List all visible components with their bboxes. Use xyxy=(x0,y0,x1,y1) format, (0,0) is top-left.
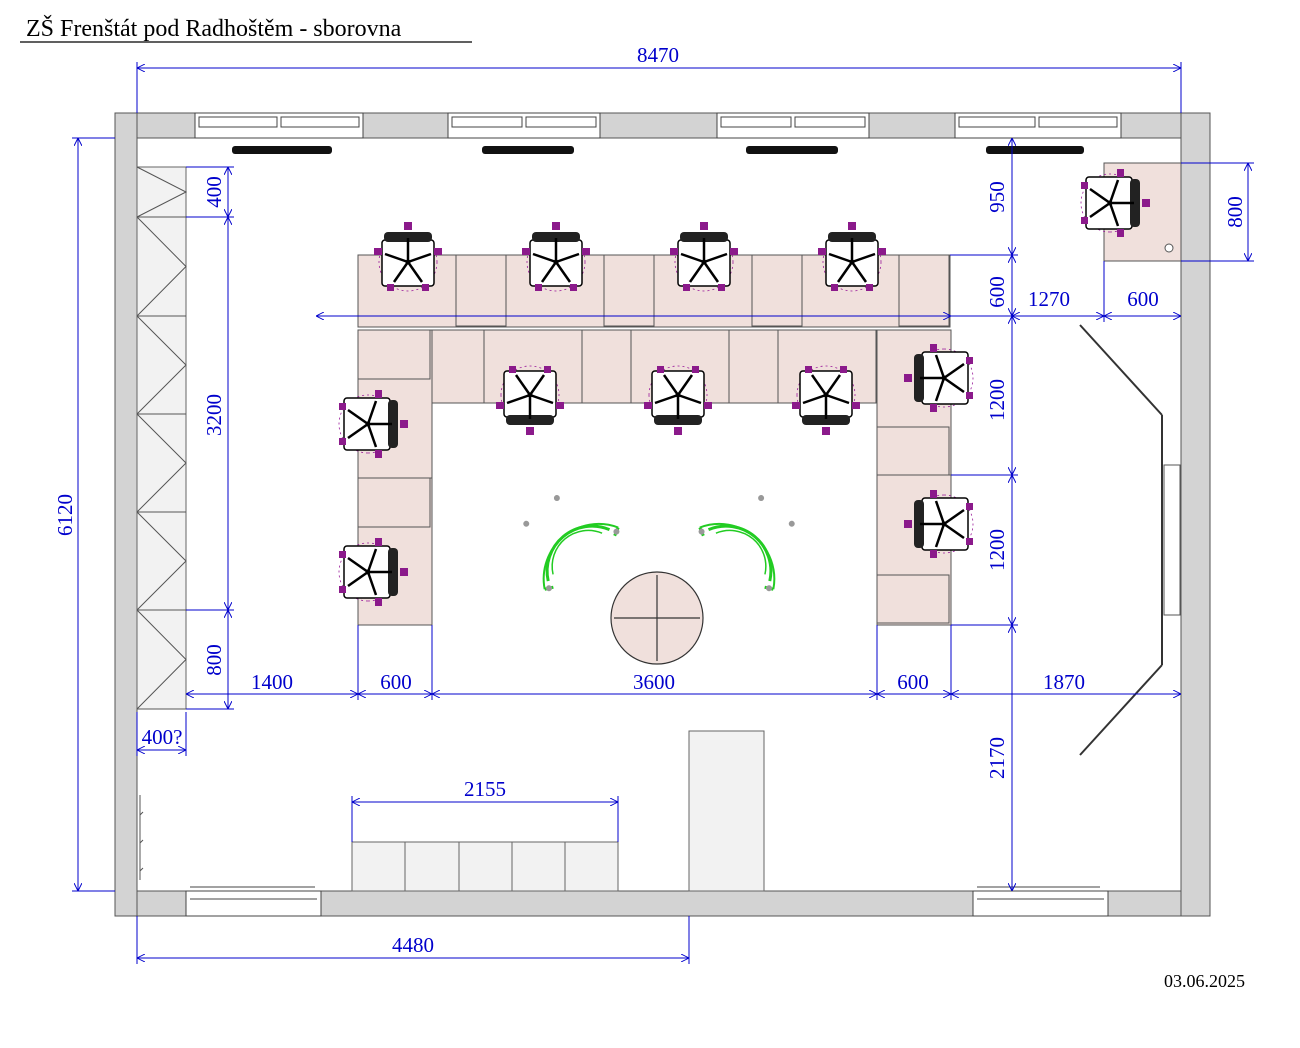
cabinet-door-swing xyxy=(136,511,187,611)
dim-cabinet-mid: 3200 xyxy=(202,394,226,436)
plan-date: 03.06.2025 xyxy=(1164,971,1245,991)
dim-corner-desk: 600 xyxy=(1127,287,1159,311)
doors-bottom xyxy=(185,886,1109,917)
dim-cabinet-bottom: 800 xyxy=(202,644,226,676)
dim-aisle: 1270 xyxy=(1028,287,1070,311)
windows-top xyxy=(194,112,1122,139)
dim-window-offset: 950 xyxy=(985,181,1009,213)
dim-gap-right: 1870 xyxy=(1043,670,1085,694)
cabinet-door-swing xyxy=(136,315,187,415)
dim-side-desk: 800 xyxy=(1223,196,1247,228)
dim-sideboard: 2155 xyxy=(464,777,506,801)
dim-right-seg-2: 1200 xyxy=(985,529,1009,571)
dim-cabinet-depth: 400? xyxy=(142,725,183,749)
sideboard xyxy=(351,841,619,892)
dim-desk-span: 3600 xyxy=(633,670,675,694)
coffee-table xyxy=(610,571,704,665)
walls xyxy=(114,112,1211,917)
dim-room-depth: 6120 xyxy=(53,494,77,536)
tall-cabinet xyxy=(688,730,765,892)
dim-desk-right: 600 xyxy=(897,670,929,694)
cabinet-door-swing xyxy=(136,609,187,710)
entrance-partition xyxy=(1079,324,1181,756)
dim-desk-row: 600 xyxy=(985,276,1009,308)
dim-gap-left: 1400 xyxy=(251,670,293,694)
desk-divisions xyxy=(357,254,951,624)
cabinet-divisions xyxy=(136,166,188,710)
cabinet-door-swing xyxy=(136,413,187,513)
dim-cabinet-top: 400 xyxy=(202,176,226,208)
dimension-lines xyxy=(72,62,1254,964)
plan-title: ZŠ Frenštát pod Radhoštěm - sborovna xyxy=(26,15,402,42)
cabinet-door-swing xyxy=(136,166,188,218)
left-wall-hooks xyxy=(139,795,144,880)
dim-desk-left: 600 xyxy=(380,670,412,694)
dim-door-offset: 4480 xyxy=(392,933,434,957)
dim-bottom-right: 2170 xyxy=(985,737,1009,779)
cabinet-door-swing xyxy=(136,216,187,317)
dim-right-seg-1: 1200 xyxy=(985,379,1009,421)
dimension-labels: 8470 6120 950 800 400 3200 800 400? 1400… xyxy=(53,43,1247,957)
dim-room-width: 8470 xyxy=(637,43,679,67)
